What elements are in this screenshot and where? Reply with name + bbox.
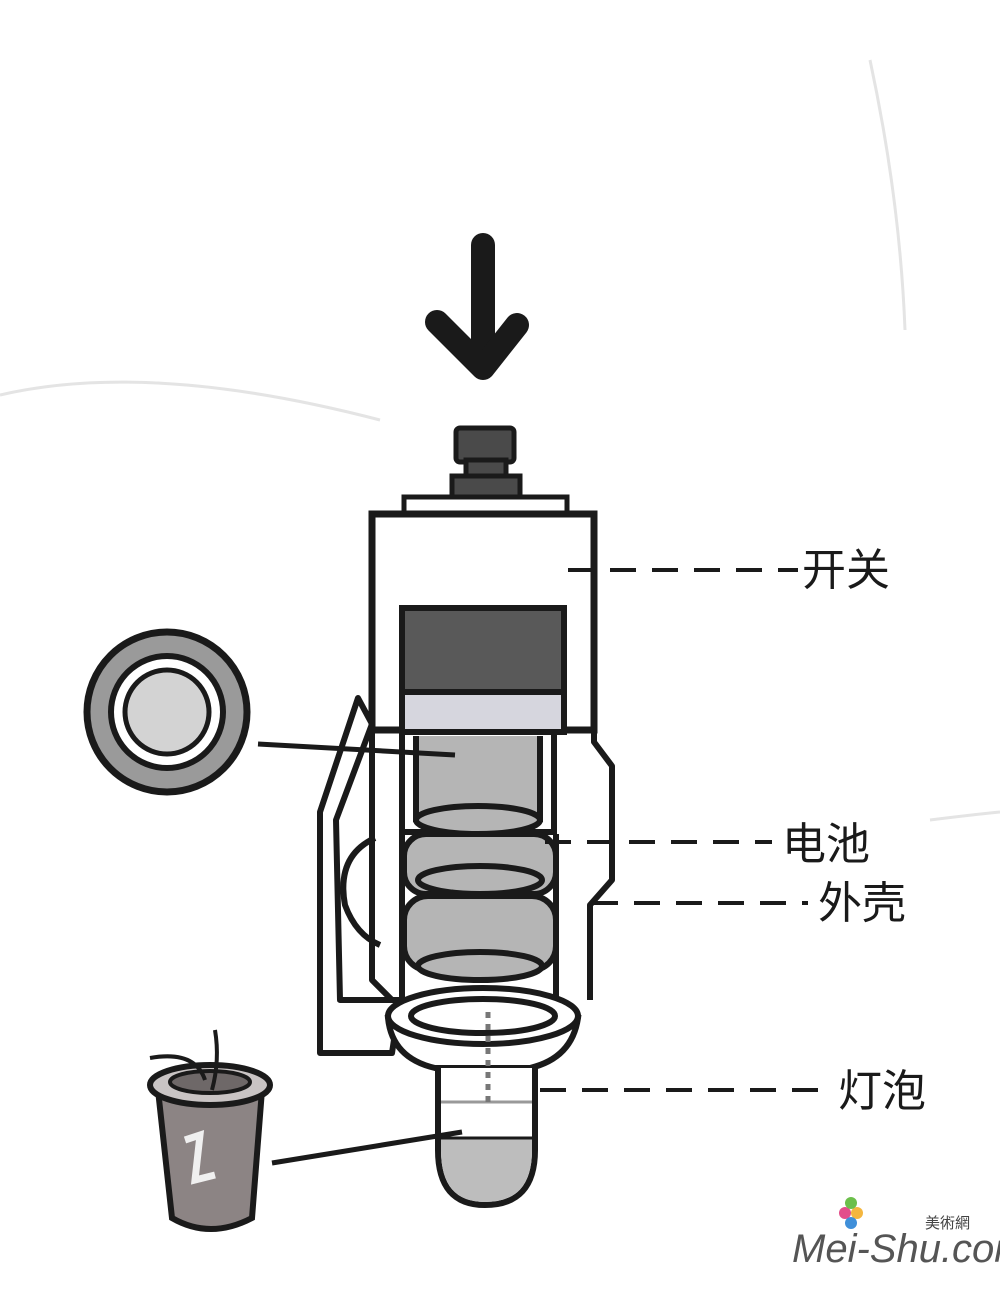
label-switch: 开关 <box>802 545 890 596</box>
flower-logo-icon <box>839 1197 863 1229</box>
watermark-brand: Mei-Shu.com <box>792 1227 1000 1271</box>
bulb-holder <box>384 985 582 1071</box>
down-arrow-icon <box>425 233 529 380</box>
label-battery: 电池 <box>782 819 870 870</box>
background-sketch <box>0 59 1000 822</box>
watermark-logo: Mei-Shu.com 美術網 <box>792 1197 1000 1271</box>
battery-end-detail <box>83 628 456 796</box>
battery-stack <box>399 729 559 1000</box>
shell-body <box>369 730 615 1003</box>
leader-lines <box>540 568 830 1092</box>
watermark-chinese: 美術網 <box>925 1214 970 1232</box>
bulb <box>435 1012 538 1209</box>
label-bulb: 灯泡 <box>838 1066 926 1117</box>
bulb-socket-detail <box>147 1029 463 1232</box>
label-shell: 外壳 <box>818 878 906 929</box>
switch-housing <box>368 510 598 735</box>
switch-button <box>401 425 570 518</box>
